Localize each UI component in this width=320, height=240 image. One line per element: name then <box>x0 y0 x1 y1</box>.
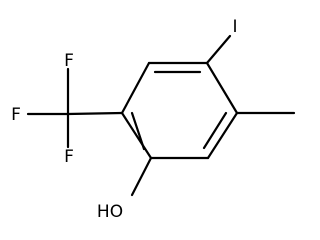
atom-label-fluorine-bottom: F <box>64 147 74 167</box>
bond-to-hydroxyl <box>130 156 153 197</box>
atom-label-fluorine-top: F <box>64 51 74 71</box>
ring-bond-c4-c5 <box>205 61 239 115</box>
ring-bond-c5-c6 <box>206 111 239 160</box>
atom-label-hydroxyl: HO <box>97 202 123 222</box>
bond-to-iodine <box>205 34 232 65</box>
ring-bond-c2-c3 <box>120 61 151 115</box>
bond-to-cf3-carbon <box>66 111 124 116</box>
atom-label-fluorine-left: F <box>11 105 21 125</box>
chemical-structure: I F F F HO <box>11 17 296 222</box>
atom-label-iodine: I <box>232 17 237 37</box>
ring-bond-c1-c2 <box>120 111 153 160</box>
ring-double-bond-inner-1 <box>130 111 146 151</box>
ring-double-bond-inner-3 <box>202 111 228 150</box>
